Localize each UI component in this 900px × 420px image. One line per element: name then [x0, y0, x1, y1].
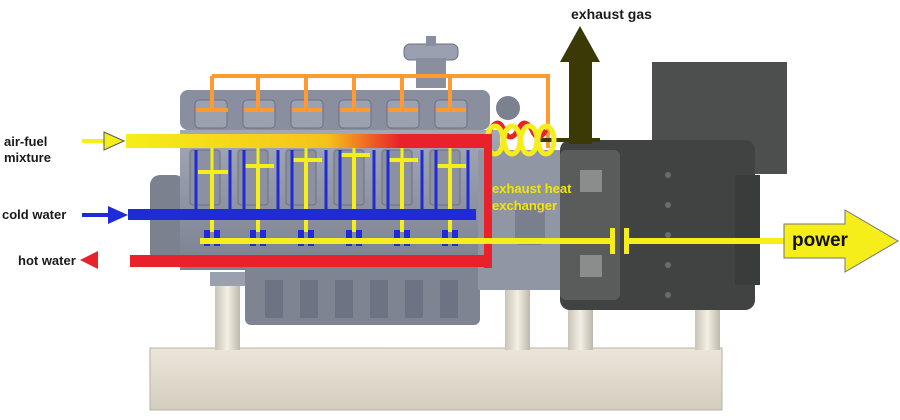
air-fuel-arrow — [82, 131, 126, 151]
air-fuel-mixture-label: air-fuel mixture — [4, 134, 51, 166]
air-fuel-label-line1: air-fuel — [4, 134, 48, 149]
power-arrow — [783, 209, 899, 273]
cold-water-label: cold water — [2, 207, 67, 222]
air-fuel-label-line2: mixture — [4, 150, 51, 165]
exhaust-gas-arrow — [536, 26, 600, 144]
hot-water-line — [100, 140, 492, 268]
power-shaft — [200, 228, 784, 254]
cold-water-arrow — [82, 206, 128, 224]
power-label: power — [792, 230, 848, 251]
hot-water-arrow — [80, 251, 98, 269]
hot-water-label: hot water — [18, 253, 76, 268]
exhaust-gas-label: exhaust gas — [571, 6, 652, 22]
air-fuel-intake-manifold — [126, 134, 492, 232]
exhaust-heat-exchanger-label: exhaust heat exchanger — [492, 180, 571, 214]
base-frame — [149, 347, 723, 411]
generator — [560, 62, 787, 310]
exchanger-label-line1: exhaust heat — [492, 181, 572, 196]
air-filter — [403, 36, 459, 88]
exchanger-label-line2: exchanger — [492, 198, 558, 213]
